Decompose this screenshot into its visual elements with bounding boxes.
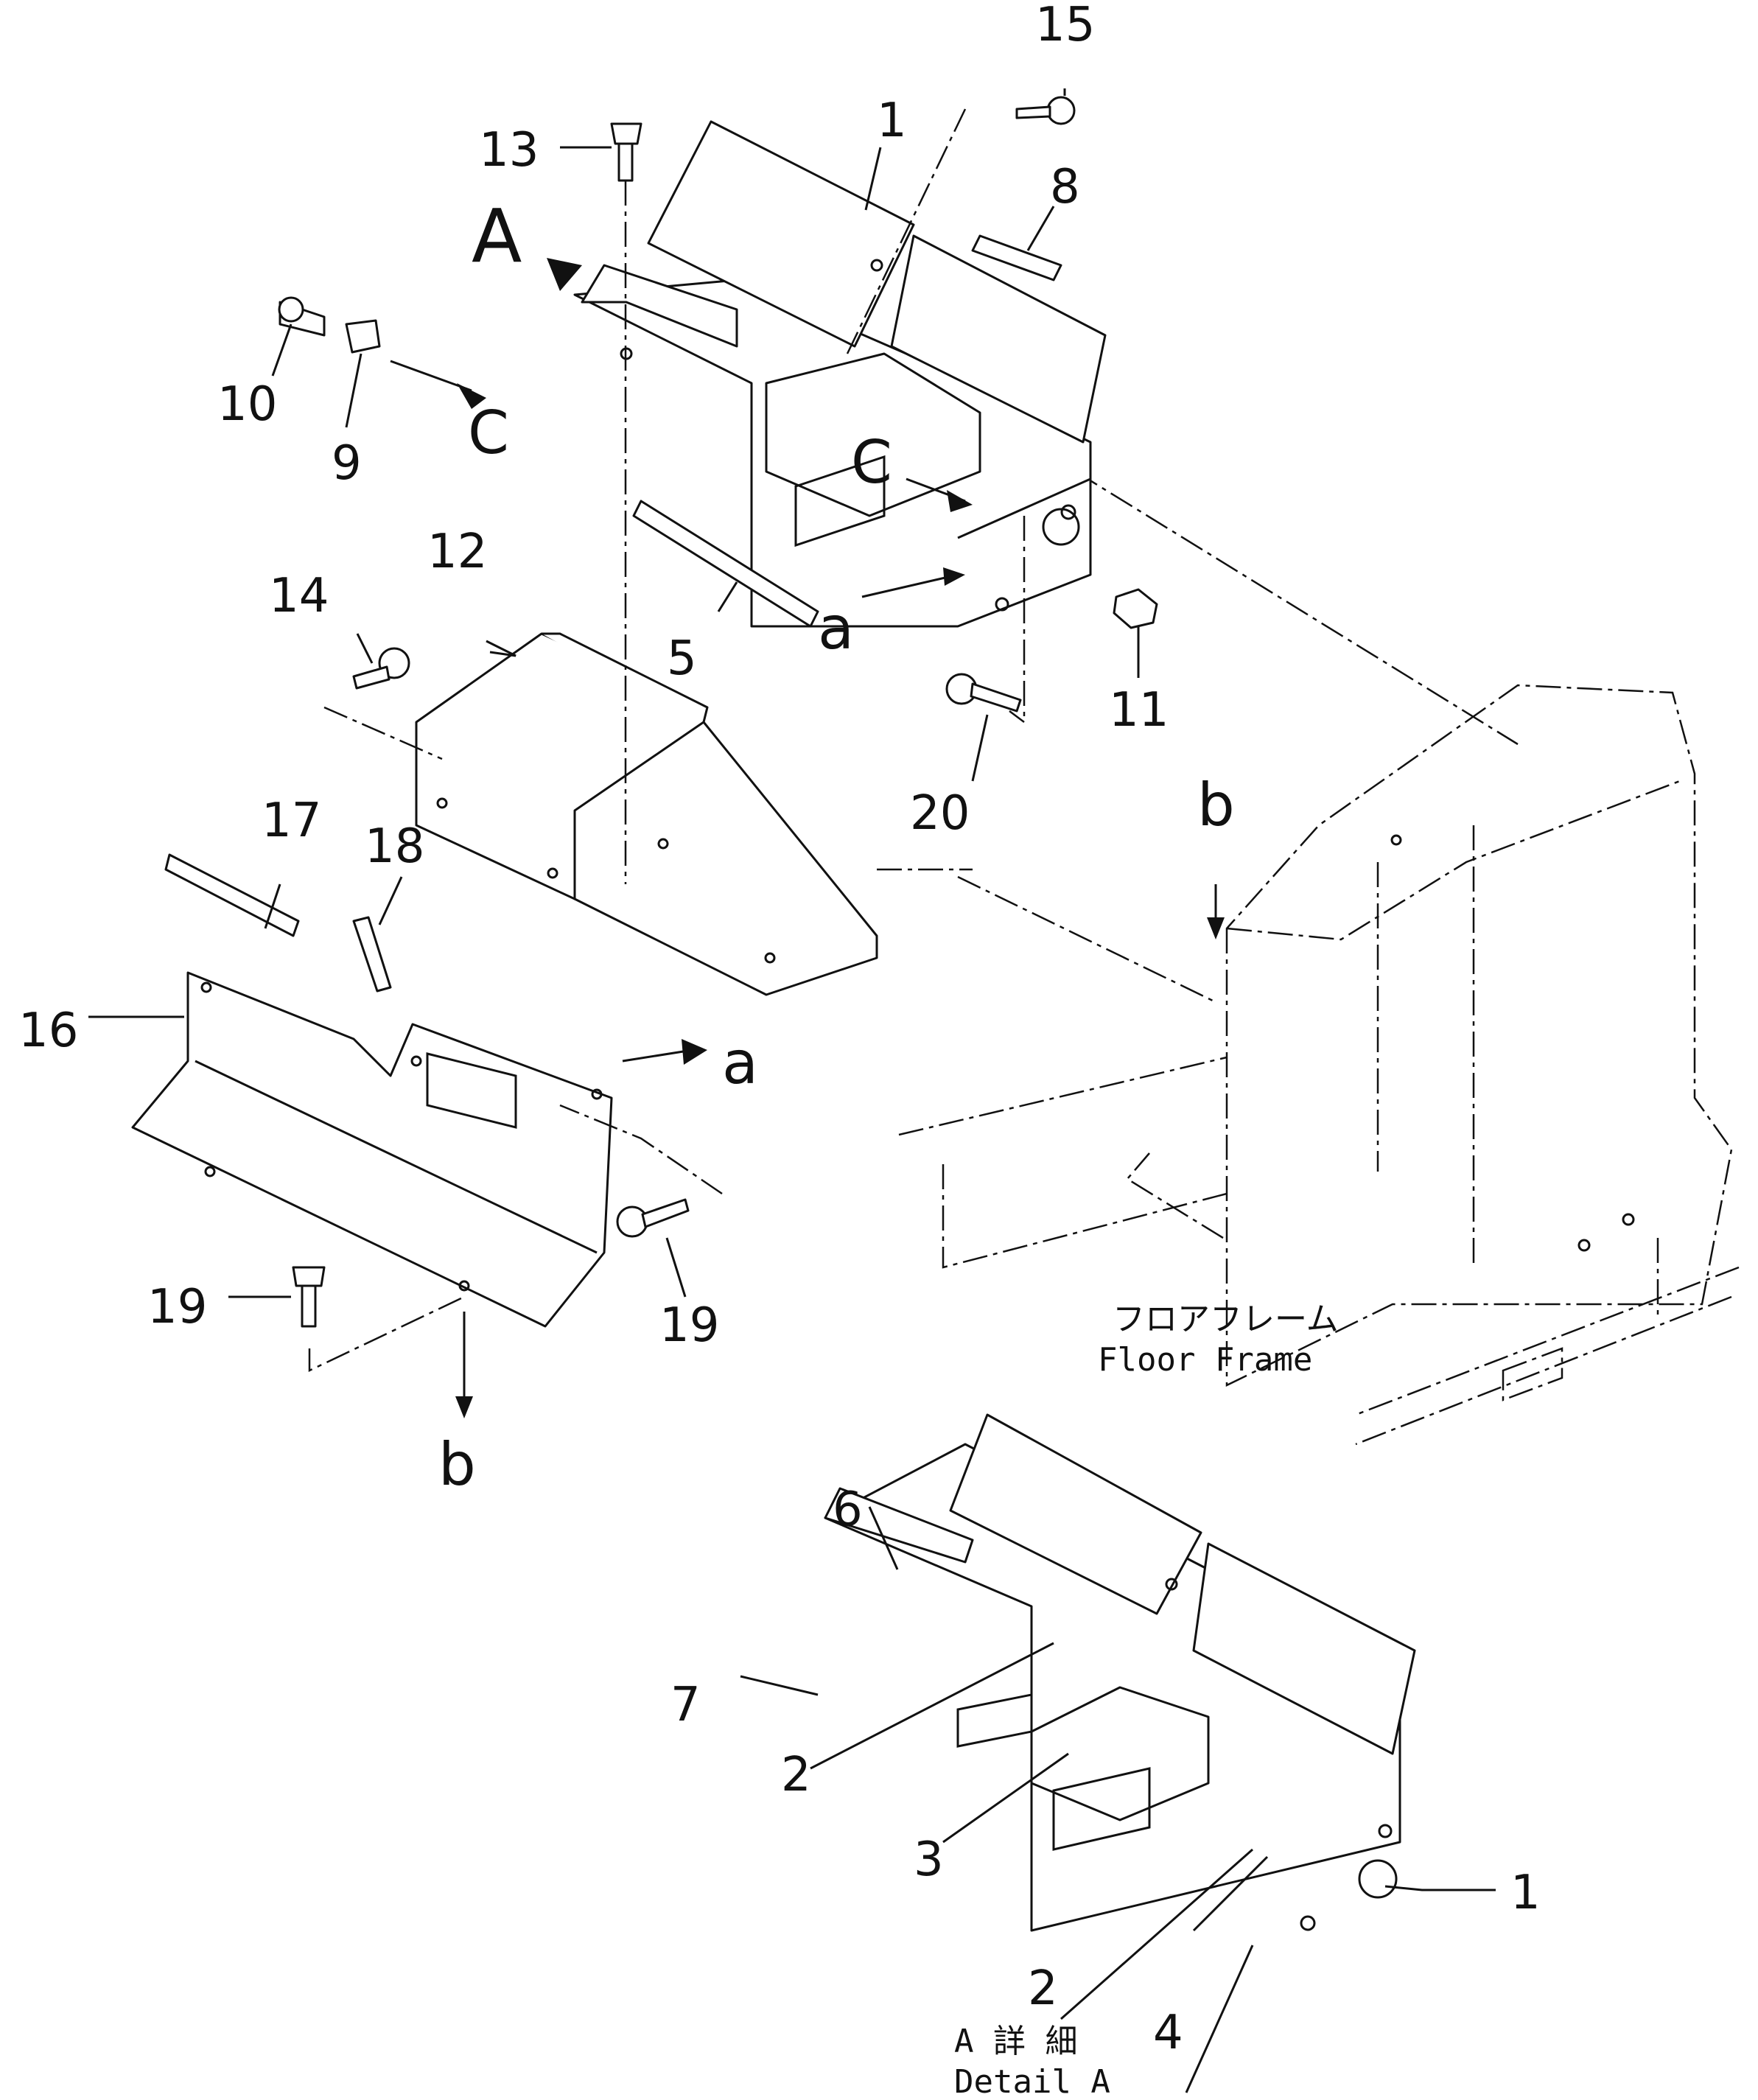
arrowheads — [455, 258, 1225, 1418]
part-19-bolt-left — [292, 1266, 326, 1328]
label-13: 13 — [479, 123, 539, 178]
part-18-strip — [352, 916, 392, 993]
label-20: 20 — [910, 786, 970, 841]
label-2-lower: 2 — [1028, 1961, 1058, 2016]
part-8-strip — [971, 234, 1062, 281]
detail-a-en: Detail A — [954, 2063, 1110, 2100]
part-5-bar — [632, 500, 819, 628]
label-17: 17 — [262, 794, 321, 848]
part-9-spacer — [345, 319, 381, 354]
detail-a-assembly — [824, 1413, 1416, 1932]
part-16-plate — [131, 971, 613, 1328]
letter-c-box: C — [851, 428, 892, 497]
label-1-detail: 1 — [1510, 1866, 1541, 1920]
label-19-right: 19 — [659, 1298, 719, 1353]
part-13-bolt — [610, 122, 642, 182]
part-15-knob — [1015, 96, 1076, 125]
floor-frame — [877, 470, 1740, 1446]
label-18: 18 — [365, 819, 424, 874]
letter-a-plate: a — [722, 1029, 758, 1097]
letter-a-box: a — [818, 594, 854, 662]
part-number-labels: 1 15 13 8 10 9 12 14 5 11 20 17 18 16 19… — [18, 0, 1541, 2060]
label-16: 16 — [18, 1004, 78, 1058]
label-12: 12 — [427, 525, 487, 579]
label-8: 8 — [1050, 160, 1080, 214]
label-11: 11 — [1109, 683, 1169, 738]
detail-a-jp: A 詳 細 — [954, 2023, 1077, 2060]
label-6: 6 — [833, 1483, 863, 1537]
control-box-assembly — [573, 120, 1107, 628]
label-1-main: 1 — [877, 94, 907, 148]
floor-frame-en: Floor Frame — [1098, 1341, 1312, 1379]
part-12-cover-box — [415, 632, 878, 996]
label-5: 5 — [667, 631, 697, 686]
label-10: 10 — [217, 377, 277, 432]
letter-b-frame: b — [1197, 771, 1235, 839]
label-15: 15 — [1035, 0, 1095, 52]
captions: フロアフレーム Floor Frame A 詳 細 Detail A — [954, 1301, 1339, 2100]
label-9: 9 — [332, 436, 362, 491]
part-19-bolt-right — [616, 1198, 690, 1238]
part-20-bolt — [945, 673, 1022, 713]
label-19-left: 19 — [147, 1280, 207, 1334]
part-17-strip — [164, 853, 300, 937]
fastener-paths — [308, 108, 1026, 1372]
part-14-bolt — [352, 647, 410, 690]
label-4: 4 — [1153, 2006, 1183, 2060]
reference-letters: A C C a a b b — [438, 193, 1235, 1499]
part-10-fitting — [278, 296, 326, 337]
part-11-nut — [1113, 588, 1158, 629]
letter-b-plate: b — [438, 1430, 476, 1499]
leader-lines — [88, 88, 1496, 2093]
label-14: 14 — [269, 569, 329, 623]
view-a-letter: A — [472, 193, 522, 279]
label-2-upper: 2 — [781, 1748, 811, 1802]
label-3: 3 — [914, 1833, 944, 1887]
label-7: 7 — [670, 1678, 701, 1732]
floor-frame-jp: フロアフレーム — [1113, 1301, 1339, 1338]
letter-c-left: C — [468, 399, 509, 467]
